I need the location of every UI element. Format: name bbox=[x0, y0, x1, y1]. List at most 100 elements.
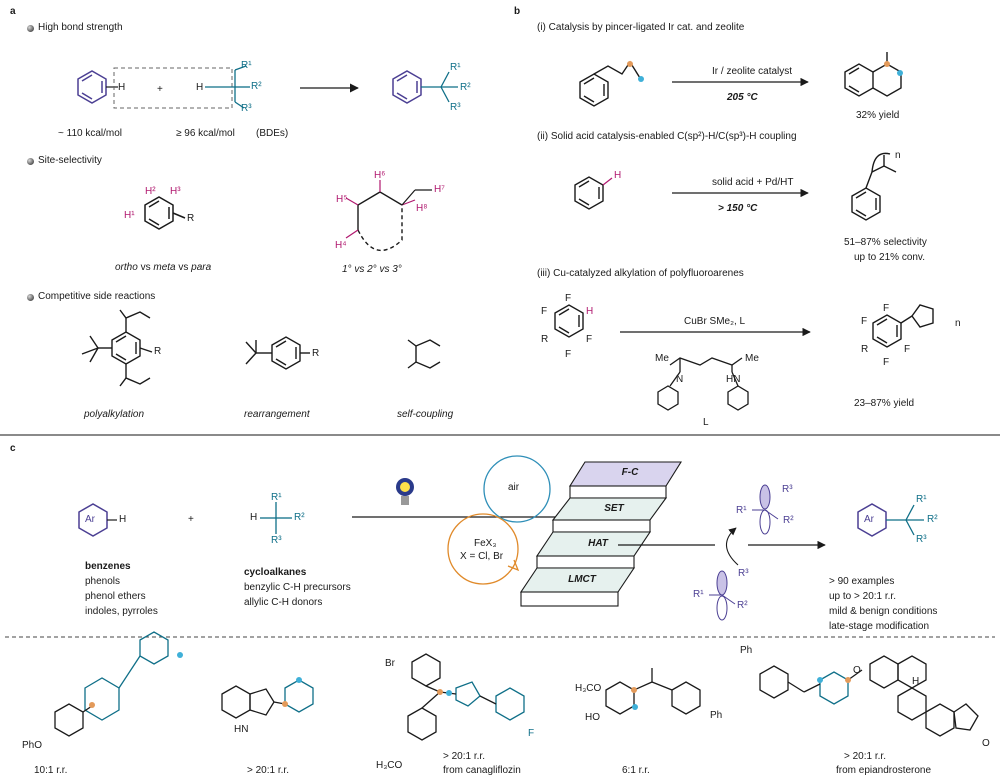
bullet-icon bbox=[27, 25, 34, 32]
h2-label: H² bbox=[145, 186, 156, 197]
radical-r1: R¹ bbox=[736, 505, 747, 516]
n-atom-label: N bbox=[676, 374, 684, 385]
r-label: R bbox=[861, 344, 869, 355]
example-substituent: H₃CO bbox=[575, 683, 602, 694]
light-bulb-icon bbox=[396, 478, 414, 505]
section-ii-title: (ii) Solid acid catalysis-enabled C(sp²)… bbox=[537, 131, 797, 142]
benzene-structure bbox=[77, 70, 107, 104]
example-2-structure bbox=[221, 679, 314, 719]
arene-list-item: indoles, pyrroles bbox=[85, 606, 158, 617]
polyalkylation-structure bbox=[81, 309, 153, 387]
r1-label: R¹ bbox=[241, 60, 252, 71]
h-iii: H bbox=[586, 306, 594, 317]
bond-highlight-box bbox=[113, 67, 233, 109]
example-substituent: PhO bbox=[22, 740, 43, 751]
f-label: F bbox=[565, 349, 572, 360]
alkylbenzene-ii bbox=[851, 152, 897, 221]
ligand-label: L bbox=[703, 417, 709, 428]
bde-unit: (BDEs) bbox=[256, 128, 289, 139]
radical-r3: R³ bbox=[782, 484, 793, 495]
rearrangement-label: rearrangement bbox=[244, 409, 310, 420]
r1-c: R¹ bbox=[271, 492, 282, 503]
n-iii: n bbox=[955, 318, 961, 329]
bullet-icon bbox=[27, 294, 34, 301]
reactive-site-dot bbox=[627, 61, 633, 67]
reactive-site-dot bbox=[638, 76, 644, 82]
example-3-structure bbox=[407, 653, 525, 741]
alkylbenzene-i bbox=[579, 60, 641, 107]
example-substituent: HO bbox=[585, 712, 600, 723]
air-cycle bbox=[483, 455, 551, 523]
radical-orbital-upper bbox=[752, 484, 779, 535]
product-r2: R² bbox=[460, 82, 471, 93]
bde-arene: ~ 110 kcal/mol bbox=[58, 128, 123, 139]
alkane-list-item: benzylic C-H precursors bbox=[244, 582, 351, 593]
example-substituent: H₃CO bbox=[376, 760, 403, 771]
example-rr: > 20:1 r.r. bbox=[844, 751, 886, 762]
example-source: from canagliflozin bbox=[443, 765, 521, 776]
side-r-label-2: R bbox=[312, 348, 320, 359]
me-label: Me bbox=[655, 353, 669, 364]
alkane-list-item: allylic C-H donors bbox=[244, 597, 323, 608]
panel-b-label: b bbox=[514, 6, 521, 17]
cycloalkane-structure bbox=[357, 191, 403, 252]
fex3-label: FeX₃ bbox=[474, 538, 497, 549]
rearrangement-structure bbox=[245, 336, 310, 370]
example-substituent: HN bbox=[234, 724, 249, 735]
heading-site-selectivity: Site-selectivity bbox=[38, 155, 102, 166]
self-coupling-label: self-coupling bbox=[397, 409, 454, 420]
product-r2-c: R² bbox=[927, 514, 938, 525]
panel-a-label: a bbox=[10, 6, 16, 17]
ring-r-label: R bbox=[187, 213, 195, 224]
mechanism-staircase bbox=[519, 461, 682, 607]
heading-side-reactions: Competitive side reactions bbox=[38, 291, 156, 302]
result-item: late-stage modification bbox=[829, 621, 930, 632]
ar-label: Ar bbox=[85, 514, 95, 525]
product-r1-c: R¹ bbox=[916, 494, 927, 505]
step-hat: HAT bbox=[588, 538, 608, 549]
alkane-c bbox=[260, 502, 292, 534]
h7-label: H⁷ bbox=[434, 184, 445, 195]
positional-caption: ortho vs meta vs para bbox=[115, 262, 212, 273]
example-rr: > 20:1 r.r. bbox=[247, 765, 289, 776]
r2-label: R² bbox=[251, 81, 262, 92]
radical-orbital-lower bbox=[709, 570, 736, 621]
f-label: F bbox=[861, 316, 868, 327]
temperature-i: 205 °C bbox=[727, 92, 758, 103]
ligand-structure bbox=[657, 357, 749, 411]
r3-c: R³ bbox=[271, 535, 282, 546]
h8-label: H⁸ bbox=[416, 203, 428, 214]
me-label: Me bbox=[745, 353, 759, 364]
condition-iii: CuBr SMe₂, L bbox=[684, 316, 746, 327]
arene-ring-c bbox=[78, 503, 108, 537]
condition-i: Ir / zeolite catalyst bbox=[712, 66, 793, 77]
example-rr: 6:1 r.r. bbox=[622, 765, 650, 776]
example-substituent: Br bbox=[385, 658, 395, 669]
product-r3: R³ bbox=[450, 102, 461, 113]
example-4-structure bbox=[605, 668, 701, 715]
selectivity-ii: 51–87% selectivity bbox=[844, 237, 927, 248]
product-benzene-a bbox=[392, 70, 422, 104]
f-label: F bbox=[904, 344, 911, 355]
polyalkylation-label: polyalkylation bbox=[84, 409, 145, 420]
alkane-h: H bbox=[196, 82, 204, 93]
step-lmct: LMCT bbox=[568, 574, 596, 585]
condition-ii: solid acid + Pd/HT bbox=[712, 177, 794, 188]
alkane-fragment bbox=[205, 65, 250, 109]
h6-label: H⁶ bbox=[374, 170, 386, 181]
step-set: SET bbox=[604, 503, 624, 514]
example-1-structure bbox=[54, 631, 169, 737]
example-substituent: H bbox=[912, 676, 920, 687]
polyfluoroarene bbox=[554, 304, 584, 338]
halide-definition: X = Cl, Br bbox=[460, 551, 504, 562]
tetralin-product bbox=[844, 52, 902, 97]
product-arene-c bbox=[857, 503, 887, 537]
alkane-h-c: H bbox=[250, 512, 258, 523]
radical-r3: R³ bbox=[738, 568, 749, 579]
section-i-title: (i) Catalysis by pincer-ligated Ir cat. … bbox=[537, 22, 745, 33]
example-rr: > 20:1 r.r. bbox=[443, 751, 485, 762]
conversion-ii: up to 21% conv. bbox=[854, 252, 925, 263]
f-label: F bbox=[883, 303, 890, 314]
arene-h-c: H bbox=[119, 514, 127, 525]
